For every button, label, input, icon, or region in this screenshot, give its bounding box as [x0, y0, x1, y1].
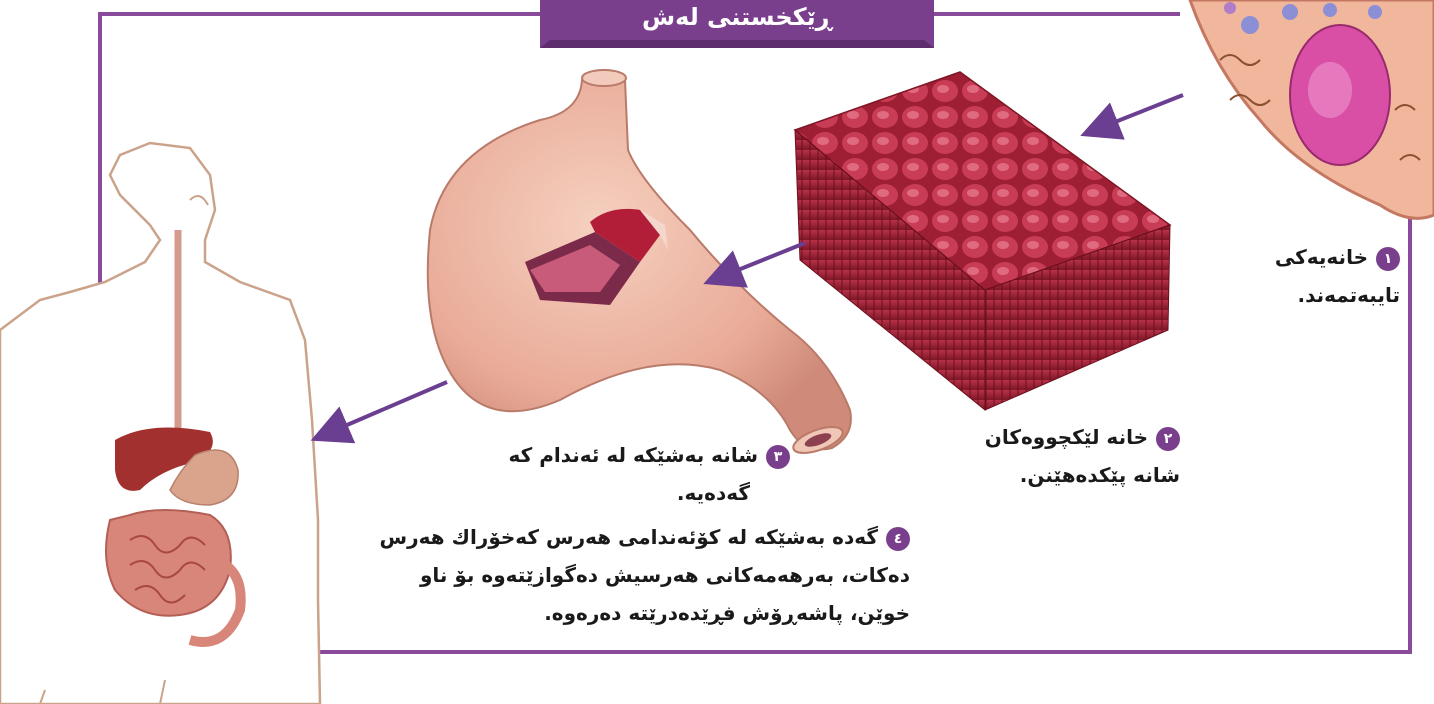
- label-2-line-2: شانە پێکدەهێنن.: [900, 456, 1180, 494]
- stomach-illustration: [428, 70, 851, 458]
- arrow-cell-to-tissue: [1110, 95, 1183, 124]
- label-tissue: ٢ خانە لێکچووەکان شانە پێکدەهێنن.: [900, 418, 1180, 494]
- cell-illustration: [1190, 0, 1434, 218]
- intestines-shape: [106, 510, 231, 616]
- arrow-organ-to-system: [340, 382, 447, 428]
- label-organ: ٣ شانە بەشێکە لە ئەندام کە گەدەیە.: [420, 436, 790, 512]
- page-title: ڕێکخستنی لەش: [540, 0, 934, 40]
- human-body: [0, 143, 320, 704]
- label-3-line-2: گەدەیە.: [420, 474, 790, 512]
- label-specialized-cell: ١ خانەیەکی تایبەتمەند.: [1210, 238, 1400, 314]
- label-1-line-2: تایبەتمەند.: [1210, 276, 1400, 314]
- step-number-3: ٣: [766, 445, 790, 469]
- label-4-line-1: گەدە بەشێکە لە کۆئەندامی هەرس کەخۆراك هە…: [380, 525, 878, 549]
- label-4-line-3: خوێن، پاشەڕۆش فڕێدەدرێتە دەرەوە.: [340, 594, 910, 632]
- step-number-4: ٤: [886, 527, 910, 551]
- label-2-line-1: خانە لێکچووەکان: [985, 425, 1148, 449]
- label-organ-system: ٤ گەدە بەشێکە لە کۆئەندامی هەرس کەخۆراك ه…: [340, 518, 910, 632]
- label-4-line-2: دەکات، بەرهەمەکانی هەرسیش دەگوازێتەوە بۆ…: [340, 556, 910, 594]
- step-number-1: ١: [1376, 247, 1400, 271]
- arrow-tissue-to-organ: [733, 243, 805, 272]
- label-1-line-1: خانەیەکی: [1275, 245, 1368, 269]
- step-number-2: ٢: [1156, 427, 1180, 451]
- label-3-line-1: شانە بەشێکە لە ئەندام کە: [508, 443, 758, 467]
